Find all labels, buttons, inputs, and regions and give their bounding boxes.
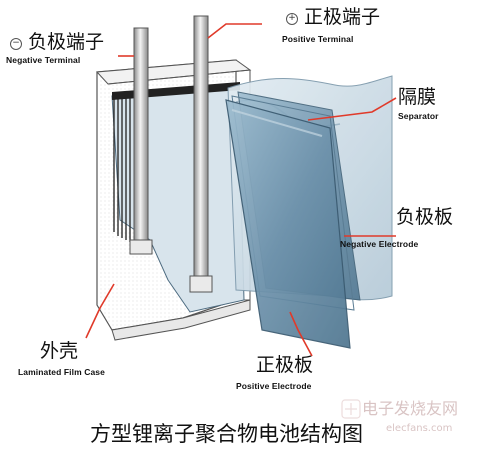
watermark-url: elecfans.com [386, 423, 453, 434]
positive-terminal-label: 正极端子 [304, 6, 381, 28]
leader-separator [307, 97, 397, 121]
positive-electrode-sheet [225, 99, 351, 349]
film-case-label-en: Laminated Film Case [18, 367, 105, 377]
positive-terminal-label-en: Positive Terminal [282, 34, 354, 44]
separator-label: 隔膜 [398, 86, 437, 108]
diagram-caption: 方型锂离子聚合物电池结构图 [90, 422, 363, 446]
watermark-logo [341, 399, 361, 419]
negative-terminal-post [129, 27, 153, 255]
negative-electrode-label-en: Negative Electrode [340, 239, 419, 249]
negative-terminal-label: 负极端子 [28, 31, 105, 53]
negative-terminal-label-en: Negative Terminal [6, 55, 81, 65]
positive-electrode-label-en: Positive Electrode [236, 381, 312, 391]
positive-electrode-label: 正极板 [256, 354, 314, 376]
negative-electrode-label: 负极板 [396, 206, 454, 228]
leader-lines [85, 23, 397, 357]
positive-terminal-post [189, 15, 213, 293]
positive-symbol-icon: + [286, 13, 298, 25]
leader-positive-electrode [289, 311, 313, 357]
leader-positive-terminal [207, 23, 262, 39]
watermark-text: 电子发烧友网 [362, 399, 459, 418]
negative-symbol-icon: − [10, 38, 22, 50]
separator-label-en: Separator [398, 111, 439, 121]
leader-film-case [85, 283, 115, 339]
film-case-label: 外壳 [40, 340, 79, 362]
